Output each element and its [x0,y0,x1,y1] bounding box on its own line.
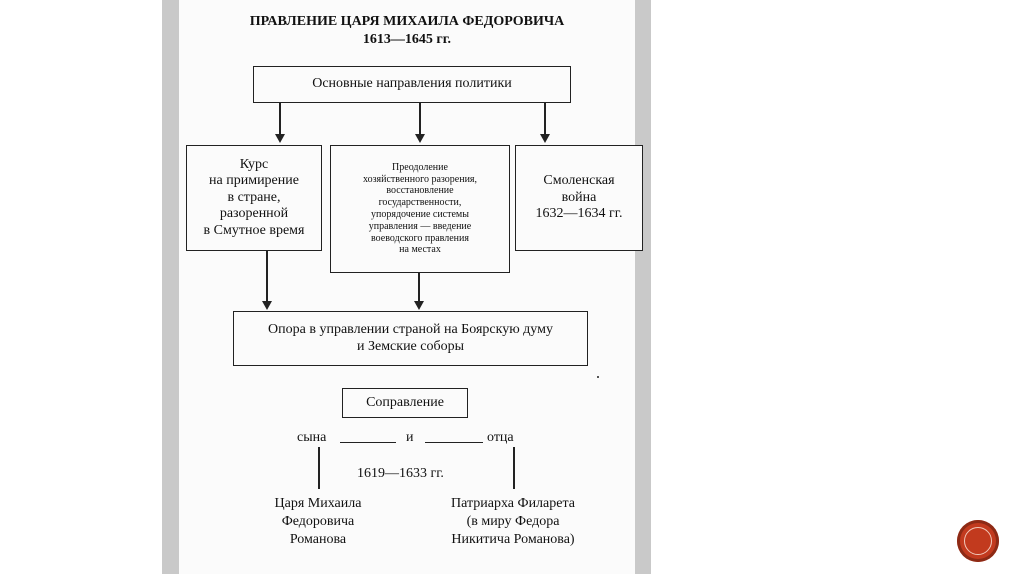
co-rule-label: Соправление [366,394,444,410]
co-rule-box: Соправление [342,388,468,418]
arrow-middle-down [414,301,424,310]
connector-right [544,103,546,134]
reconciliation-label: Курс на примирение в стране, разоренной … [203,156,305,238]
arrow-left [275,134,285,143]
father-line [513,447,515,489]
diagram-years: 1613—1645 гг. [362,32,452,47]
son-name: Царя Михаила Федоровича Романова [274,496,362,548]
arrow-left-down [262,301,272,310]
connector-left [279,103,281,134]
father-blank [425,442,483,444]
recovery-box: Преодоление хозяйственного разорения, во… [330,145,510,273]
main-directions-label: Основные направления политики [312,76,512,92]
duma-label: Опора в управлении страной на Боярскую д… [268,321,553,354]
presentation-logo-icon [957,520,999,562]
arrow-right [540,134,550,143]
recovery-label: Преодоление хозяйственного разорения, во… [362,161,478,256]
diagram-title: ПРАВЛЕНИЕ ЦАРЯ МИХАИЛА ФЕДОРОВИЧА [249,14,565,29]
connector-middle-down [418,273,420,301]
son-line [318,447,320,489]
father-name: Патриарха Филарета (в миру Федора Никити… [451,496,575,548]
son-label: сына [297,430,327,445]
connector-left-down [266,251,268,301]
father-label: отца [487,430,514,445]
son-blank [340,442,396,444]
connector-middle [419,103,421,134]
scan-speck [597,376,599,378]
duma-box: Опора в управлении страной на Боярскую д… [233,311,588,366]
smolensk-war-label: Смоленская война 1632—1634 гг. [535,173,623,222]
arrow-middle [415,134,425,143]
reconciliation-box: Курс на примирение в стране, разоренной … [186,145,322,251]
co-rule-years: 1619—1633 гг. [357,466,444,481]
main-directions-box: Основные направления политики [253,66,571,103]
and-label: и [406,430,414,445]
smolensk-war-box: Смоленская война 1632—1634 гг. [515,145,643,251]
